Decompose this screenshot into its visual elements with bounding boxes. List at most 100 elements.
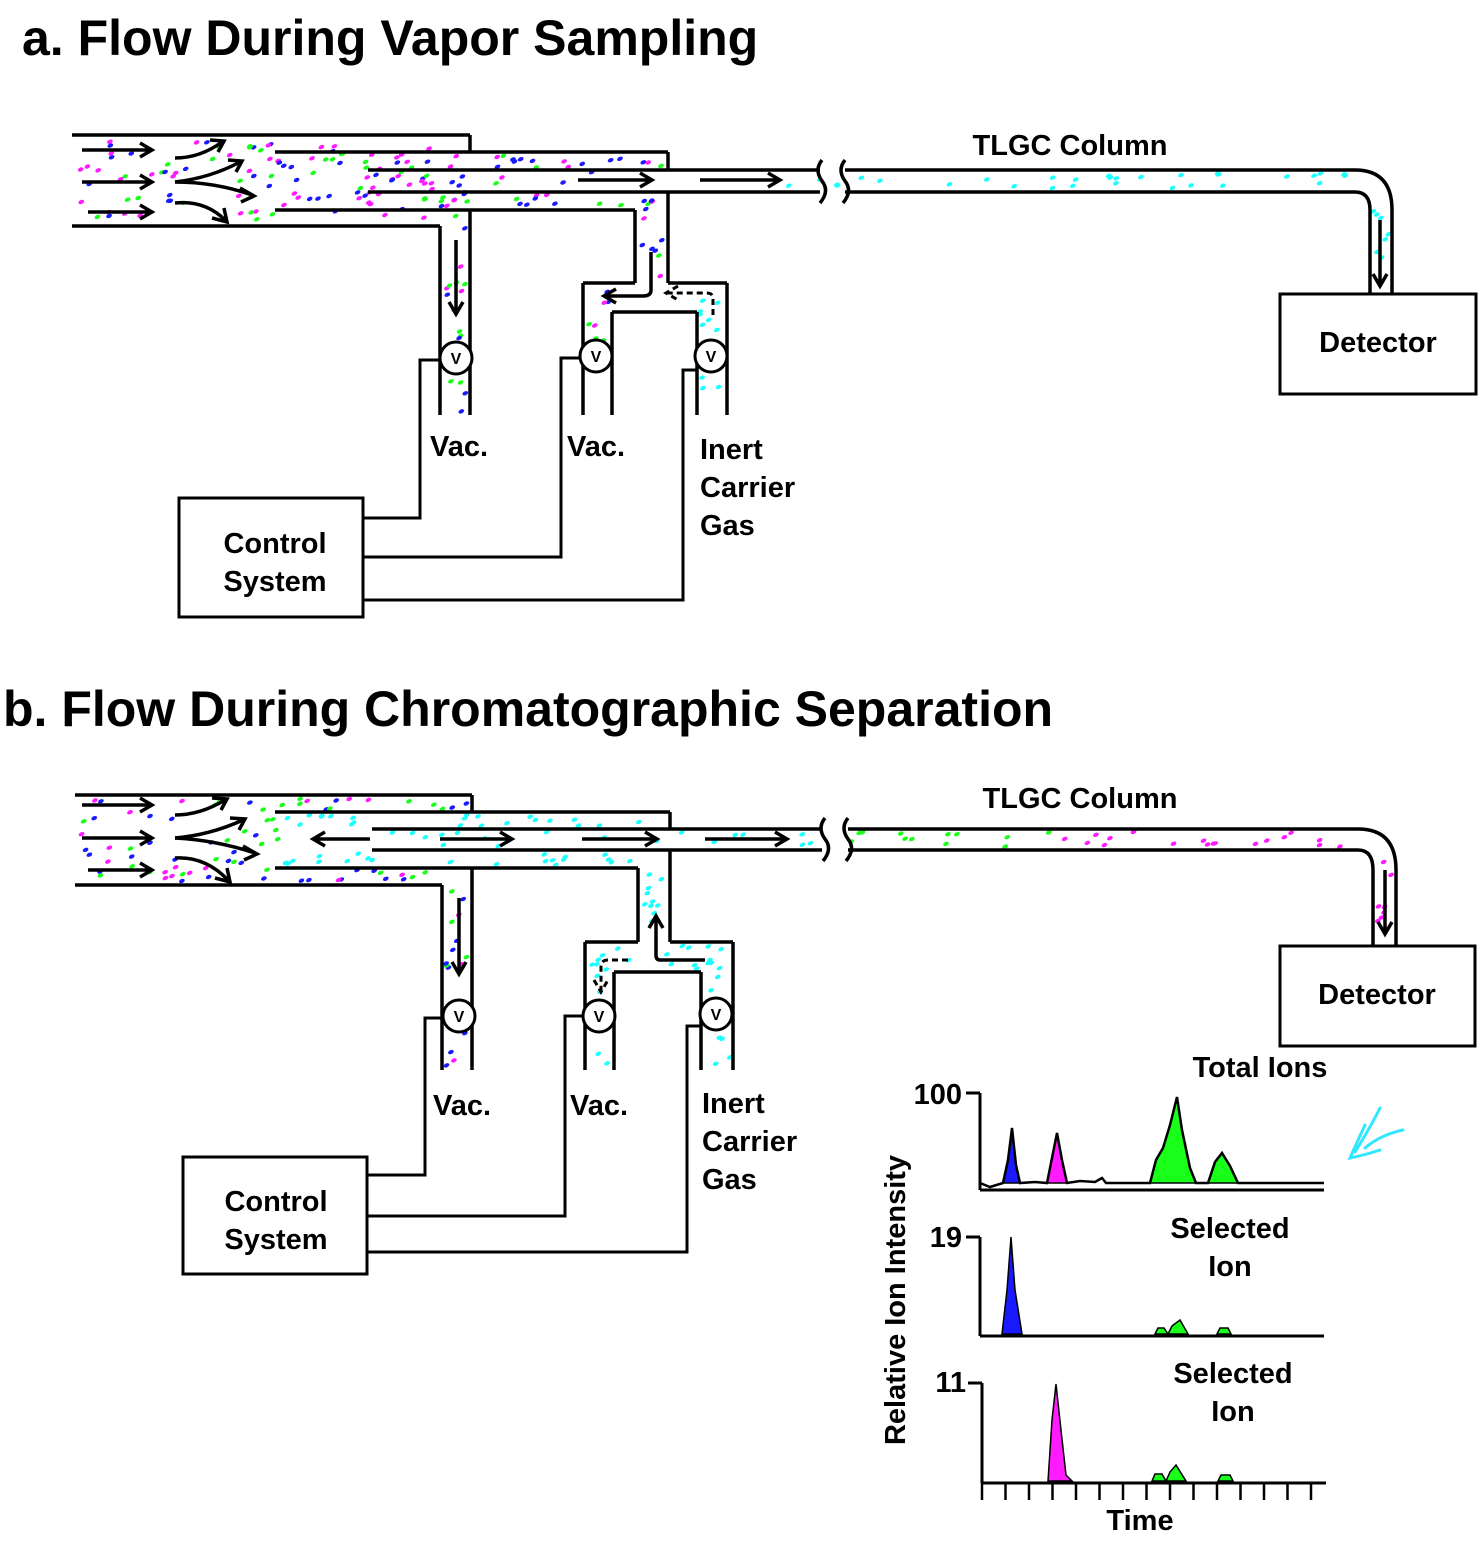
particle [1377, 215, 1384, 221]
particle [327, 806, 333, 811]
panel-a-detector: Detector [1278, 292, 1478, 396]
particle [594, 973, 601, 979]
particle [322, 157, 329, 162]
panel-b-valves: V V V [441, 996, 734, 1034]
particle [409, 874, 416, 880]
particle [193, 140, 200, 145]
particle [453, 153, 460, 159]
particle [464, 199, 470, 204]
particle [493, 861, 500, 867]
particle [1049, 175, 1056, 180]
particle [309, 156, 315, 161]
particle [1107, 835, 1113, 841]
particle [335, 877, 342, 883]
particle [807, 840, 814, 846]
trace-2-title-line2: Ion [1208, 1251, 1252, 1283]
particle [319, 814, 325, 819]
particle [799, 832, 806, 837]
particle [648, 198, 655, 203]
particle [422, 870, 429, 875]
particle [316, 853, 323, 859]
particle [1382, 237, 1389, 242]
particle [421, 181, 428, 186]
particle [641, 216, 647, 221]
particle [1130, 829, 1137, 835]
particle [1113, 176, 1120, 181]
particle [78, 831, 85, 837]
particle [541, 852, 548, 857]
particle [448, 889, 455, 894]
particle [107, 143, 114, 148]
particle [280, 163, 287, 169]
particle [179, 871, 186, 877]
particle [1002, 844, 1009, 849]
particle [1170, 841, 1177, 846]
particle [329, 157, 336, 162]
particle [331, 144, 338, 149]
particle [645, 885, 652, 891]
panel-b-valve-1: V [441, 998, 477, 1034]
chromatogram-inset: Relative Ion Intensity Time 100 Total Io… [880, 1052, 1405, 1537]
particle [448, 1049, 454, 1055]
particle [209, 156, 216, 162]
particle [691, 962, 698, 968]
particle [404, 159, 411, 165]
x-axis-ticks [980, 1483, 1313, 1500]
particle [106, 213, 112, 219]
particle [276, 160, 283, 165]
particle [281, 202, 287, 208]
particle [1093, 832, 1099, 838]
particle [713, 327, 720, 333]
particle [293, 177, 300, 183]
particle [269, 817, 276, 822]
particle [529, 158, 536, 164]
particle [579, 161, 586, 167]
particle [92, 798, 98, 803]
particle [289, 858, 296, 864]
particle [714, 300, 721, 306]
particle [652, 248, 659, 253]
svg-text:V: V [594, 1009, 605, 1026]
particle [902, 836, 908, 841]
particle [1378, 915, 1385, 920]
particle [454, 830, 461, 836]
particle [1342, 173, 1349, 179]
particle [362, 159, 369, 165]
particle [444, 203, 450, 209]
particle [946, 182, 953, 187]
particle [297, 796, 303, 802]
particle [269, 212, 276, 217]
particle [943, 841, 949, 847]
particle [552, 862, 559, 868]
particle [618, 202, 624, 208]
panel-b-valve-3: V [698, 996, 734, 1032]
particle [288, 164, 295, 170]
peak-blue-selected [1001, 1236, 1023, 1335]
particle [575, 823, 582, 828]
particle [406, 182, 413, 187]
particle [253, 209, 259, 214]
particle [162, 169, 168, 175]
particle [1317, 171, 1324, 176]
particle [458, 288, 465, 294]
trace-1-scale-label: 100 [914, 1079, 962, 1111]
panel-b-sampling-tube [75, 793, 1398, 1070]
particle [457, 264, 464, 269]
particle [128, 151, 135, 156]
particle [285, 861, 292, 866]
particle [172, 864, 179, 870]
particle [224, 838, 231, 843]
panel-a-column-label: TLGC Column [973, 130, 1168, 162]
panel-a-carrier-line3: Gas [700, 510, 755, 542]
particle [463, 801, 470, 806]
particle [462, 226, 468, 231]
trace-3-title-line1: Selected [1173, 1358, 1292, 1390]
panel-b-particles [78, 796, 1394, 1068]
particle [589, 962, 595, 967]
panel-b-control-line2: System [224, 1224, 327, 1256]
particle [657, 273, 664, 279]
particle [326, 193, 332, 199]
particle [668, 961, 675, 967]
particle [1178, 172, 1184, 178]
particle [463, 954, 470, 960]
